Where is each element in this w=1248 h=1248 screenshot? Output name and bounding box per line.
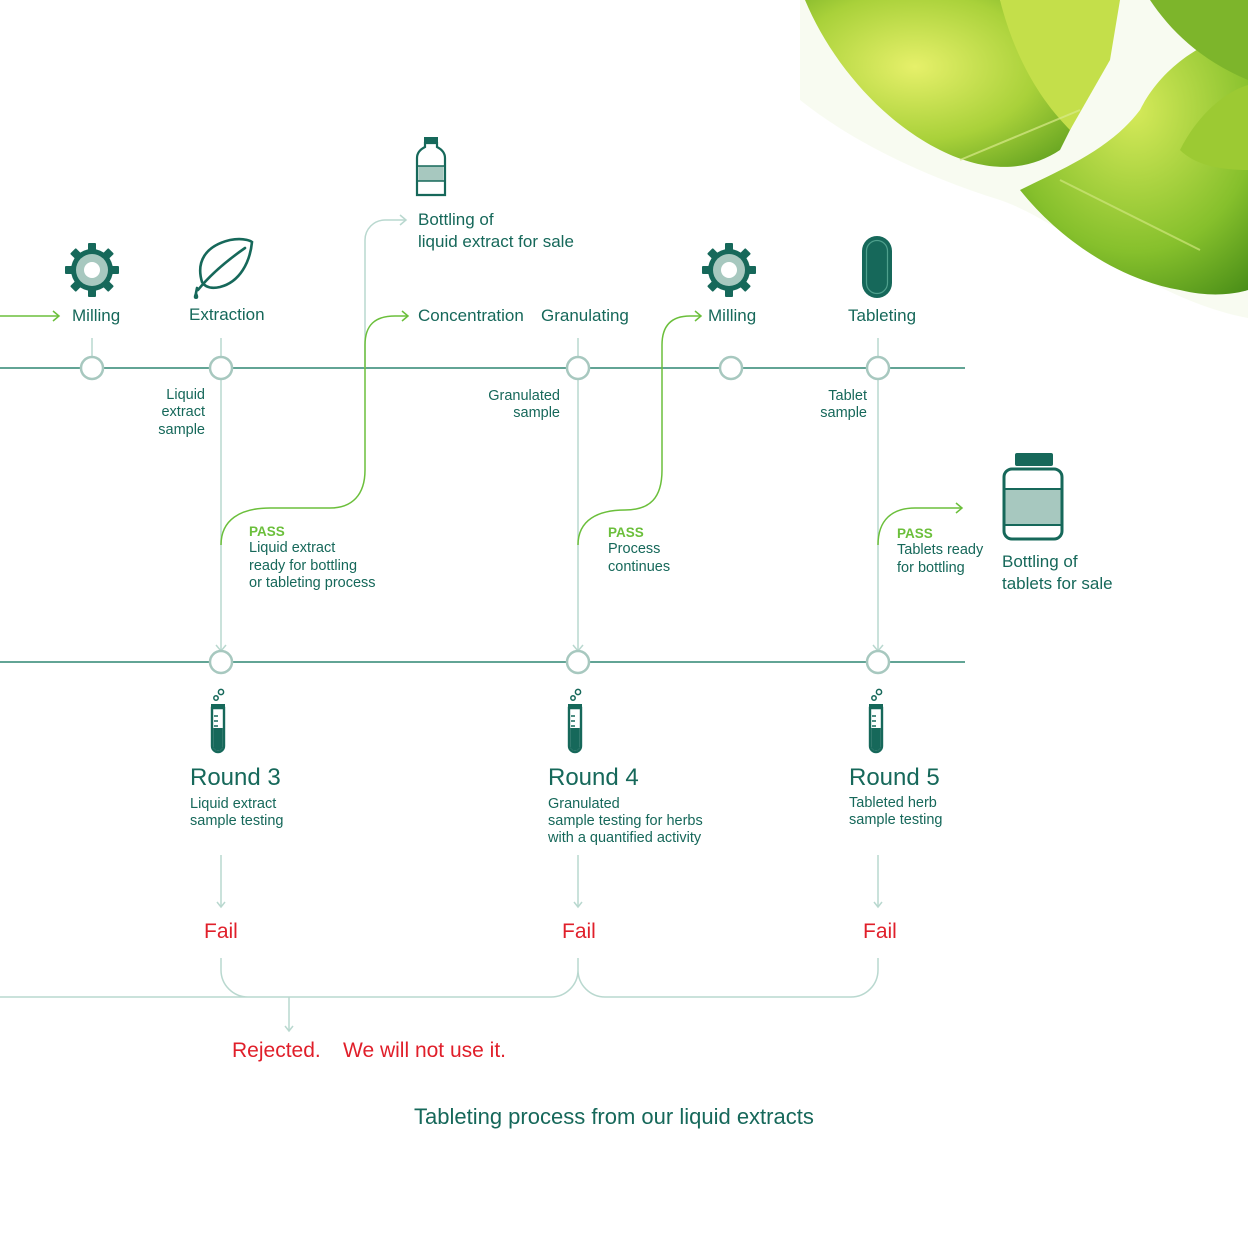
round-title: Round 3 [190, 764, 281, 791]
step-concentration: Concentration [418, 306, 524, 325]
pass-note-round-5: PASS Tablets ready for bottling [897, 526, 984, 576]
pass-keyword: PASS [249, 524, 285, 539]
leaf-drop-icon [194, 237, 254, 295]
test-tube-icon [209, 688, 227, 754]
node-milling-2 [718, 355, 744, 381]
step-milling-1: Milling [72, 306, 121, 325]
node-round-5 [865, 649, 891, 675]
fail-label-round-3: Fail [204, 920, 238, 943]
fail-label-round-5: Fail [863, 920, 897, 943]
liquid-extract-sample-label: Liquid extract sample [158, 387, 205, 438]
jar-icon [1002, 453, 1064, 541]
diagram-caption: Tableting process from our liquid extrac… [414, 1104, 814, 1129]
step-extraction: Extraction [189, 305, 265, 324]
test-tube-icon [566, 688, 584, 754]
rejected-message: We will not use it. [343, 1039, 507, 1062]
round-title: Round 5 [849, 764, 940, 791]
pass-note-round-4: PASS Process continues [608, 525, 671, 575]
pass-keyword: PASS [897, 526, 933, 541]
node-tableting [865, 355, 891, 381]
gear-icon [53, 231, 131, 309]
small-bottle-icon [415, 137, 447, 197]
ginkgo-leaf-image [800, 0, 1248, 318]
fail-label-round-4: Fail [562, 920, 596, 943]
step-granulating: Granulating [541, 306, 629, 325]
node-round-3 [208, 649, 234, 675]
pass-note-round-3: PASS Liquid extract ready for bottling o… [249, 524, 376, 591]
node-milling-1 [79, 355, 105, 381]
round-3: Round 3 Liquid extract sample testing [190, 764, 284, 829]
round-5: Round 5 Tableted herb sample testing [849, 764, 943, 828]
granulated-sample-label: Granulated sample [488, 388, 560, 422]
rejected-label: Rejected. [232, 1039, 321, 1062]
step-tableting: Tableting [848, 306, 917, 325]
tablet-icon [862, 236, 892, 298]
tablet-sample-label: Tablet sample [820, 388, 867, 422]
bottling-tablets-label: Bottling of tablets for sale [1002, 552, 1113, 594]
test-tube-icon [867, 688, 885, 754]
node-extraction [208, 355, 234, 381]
node-granulating [565, 355, 591, 381]
drop-icon [193, 291, 199, 299]
round-4: Round 4 Granulated sample testing for he… [548, 764, 703, 847]
step-milling-2: Milling [708, 306, 757, 325]
pass-keyword: PASS [608, 525, 644, 540]
gear-icon [690, 231, 768, 309]
node-round-4 [565, 649, 591, 675]
round-title: Round 4 [548, 764, 639, 791]
bottling-liquid-label: Bottling of liquid extract for sale [418, 210, 574, 252]
